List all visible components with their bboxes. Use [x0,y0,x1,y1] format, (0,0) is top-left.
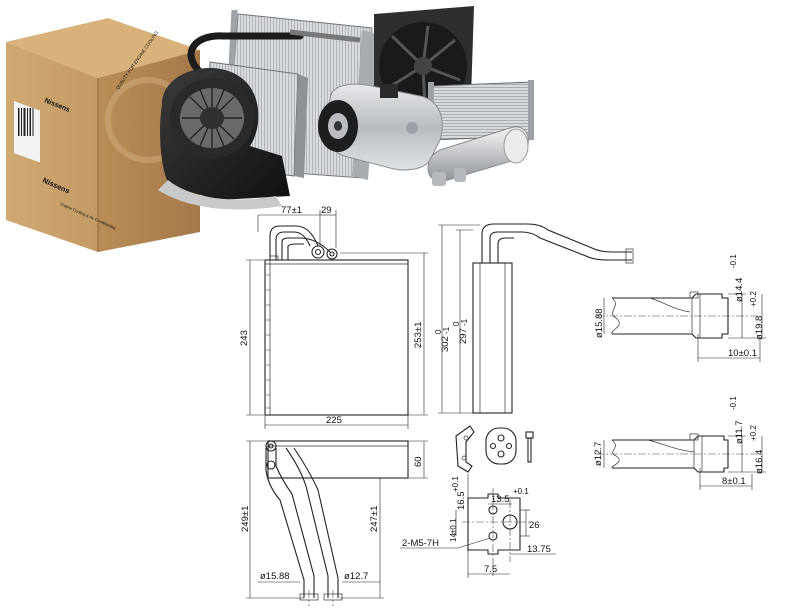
dim-fitting-lower-dia-b: ø16.4 [754,450,765,474]
front-view: 77±1 29 243 253±1 225 [239,205,428,429]
pipe-loop-photo [187,32,304,76]
dim-fitting-upper-dia-left: ø15.88 [594,308,605,338]
dim-pipe-length-right: 247±1 [369,506,380,532]
blower-photo [158,67,290,210]
dim-flange-14: 14 [449,533,458,542]
dim-fitting-upper-dia-b: ø19.8 [754,316,765,340]
dim-flange-16-5-tol: +0.1 [451,476,460,492]
dim-flange-16-5: 16.5 [456,492,467,511]
dim-flange-7-5: 7.5 [484,564,497,575]
flange-view: 16.5 +0.1 13.5 +0.1 14 ±0.1 26 13.75 7.5… [400,474,556,578]
dim-side-height-total: 302 [440,336,451,352]
dim-flange-14-tol: ±0.1 [449,518,458,534]
pipe-view: 60 249±1 247±1 ø15.88 ø12.7 [240,440,428,606]
dim-side-height-total-tol-upper: 0 [434,329,443,334]
dim-side-height-core-tol-lower: -1 [460,318,469,326]
bracket-parts [455,425,534,473]
dim-fitting-lower-length: 8±0.1 [722,476,746,487]
dim-flange-13-5: 13.5 [491,494,510,505]
dim-front-width: 225 [326,415,342,426]
dim-fitting-lower-dia-b-tol: +0.2 [749,425,758,441]
dim-pipe-dia-left: ø15.88 [260,571,290,582]
dim-side-height-total-tol-lower: -1 [442,326,451,334]
dim-side-height-core-tol-upper: 0 [452,321,461,326]
dim-pipe-height-60: 60 [413,456,424,467]
dim-fitting-upper-dia-a: ø14.4 [734,278,745,302]
dim-pipe-dia-right: ø12.7 [344,571,368,582]
dim-flange-13-75: 13.75 [527,544,551,555]
dim-fitting-lower-dia-left: ø12.7 [593,442,604,466]
dim-front-pipe-gap: 29 [321,205,332,216]
fitting-upper: ø15.88 ø14.4 -0.1 ø19.8 +0.2 10±0.1 [594,254,766,362]
dim-fitting-lower-dia-a-tol: -0.1 [729,396,738,410]
cardboard-box: Nissens Nissens Engine Cooling & Air Con… [6,18,200,252]
dim-flange-thread: 2-M5-7H [402,538,439,549]
compressor-photo [318,83,443,171]
dim-flange-13-5-tol: +0.1 [513,487,529,496]
dim-flange-26: 26 [529,520,540,531]
dim-fitting-upper-dia-a-tol: -0.1 [729,254,738,268]
dryer-photo [427,126,529,186]
dim-fitting-upper-length: 10±0.1 [728,348,757,359]
dim-pipe-length-left: 249±1 [240,506,251,532]
side-view: 302 0 -1 297 0 -1 [434,223,634,414]
fitting-lower: ø12.7 ø11.7 -0.1 ø16.4 +0.2 8±0.1 [593,396,766,490]
dim-fitting-upper-dia-b-tol: +0.2 [749,291,758,307]
dim-front-height-left: 243 [239,330,250,346]
dim-front-height-right: 253±1 [413,322,424,348]
dim-fitting-lower-dia-a: ø11.7 [734,420,745,444]
dim-front-top-width: 77±1 [281,205,302,216]
dim-side-height-core: 297 [458,328,469,344]
